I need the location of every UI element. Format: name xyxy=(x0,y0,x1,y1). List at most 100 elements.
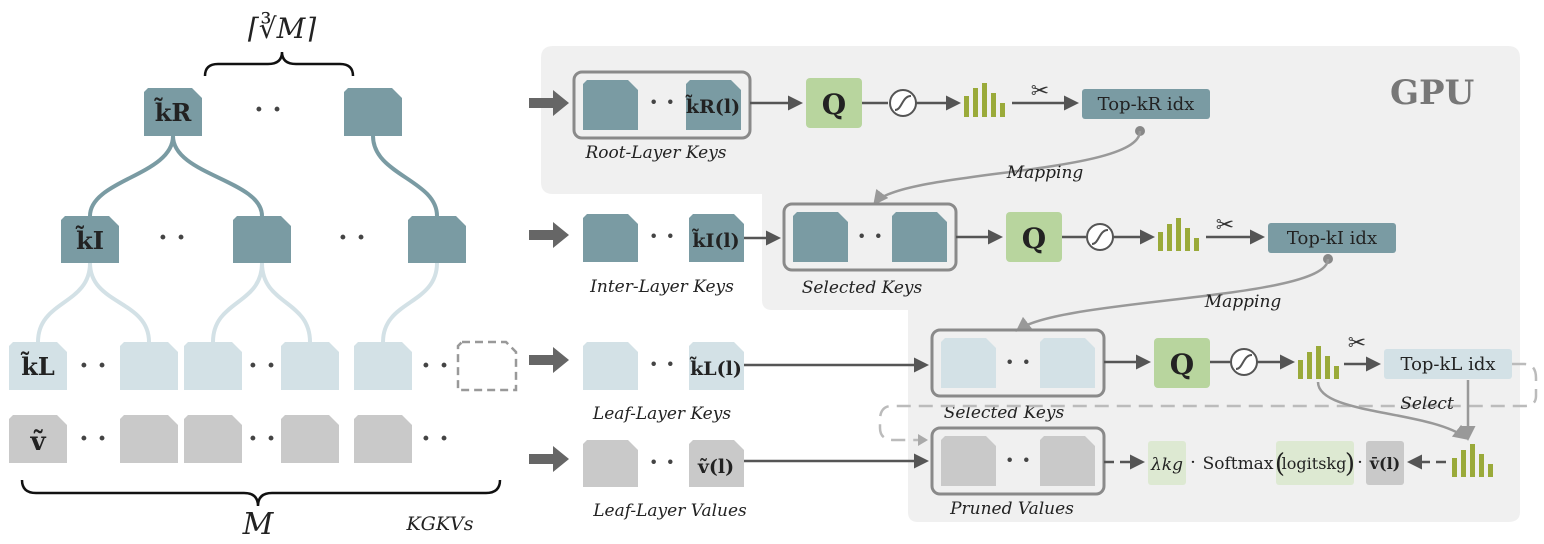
formula-dot-1: · xyxy=(1190,452,1196,473)
leaf-feedback-arrowhead xyxy=(918,434,928,446)
tree-leaf-dots-3: · · xyxy=(421,351,448,381)
formula-dot-2: · xyxy=(1357,452,1363,473)
root-key-block-last: k̃R(l) xyxy=(685,80,741,130)
value-block-last: ṽ(l) xyxy=(689,440,744,487)
formula-vbar-box xyxy=(1366,441,1404,485)
root-sigmoid-icon xyxy=(889,89,917,117)
leaf-q-block: Q xyxy=(1154,338,1210,388)
values-scores-icon xyxy=(1452,444,1493,477)
svg-text:k̃I(l): k̃I(l) xyxy=(691,229,739,252)
tree-inter-node-first: k̃I xyxy=(61,216,119,263)
root-dots: · · xyxy=(649,87,674,116)
svg-text:Top-kI idx: Top-kI idx xyxy=(1287,228,1377,249)
inter-selected-caption: Selected Keys xyxy=(802,278,923,298)
inter-key-block-last: k̃I(l) xyxy=(689,214,744,262)
tree-inter-dots-1: · · xyxy=(158,223,185,253)
svg-text:ṽ: ṽ xyxy=(29,427,46,457)
inter-selected-block-1 xyxy=(793,212,848,262)
root-mapping-label: Mapping xyxy=(1006,163,1084,183)
inter-key-block-1 xyxy=(583,214,638,262)
inter-q-block: Q xyxy=(1006,212,1062,262)
leaf-sigmoid-icon xyxy=(1230,348,1258,376)
leaf-selected-block-1 xyxy=(941,338,996,388)
leaf-dots: · · xyxy=(649,349,674,378)
leaf-select-arrow xyxy=(1316,381,1469,440)
gpu-panel xyxy=(541,46,1520,522)
inter-mapping-label: Mapping xyxy=(1204,292,1282,312)
formula-logits-box xyxy=(1276,441,1354,485)
value-dots: · · xyxy=(649,447,674,476)
root-keys-frame xyxy=(572,70,752,140)
inter-scissors-icon: ✂ xyxy=(1216,213,1234,238)
input-arrows xyxy=(529,90,569,472)
svg-text:k̃R(l): k̃R(l) xyxy=(685,95,740,118)
leaf-feedback-loop xyxy=(878,362,1538,442)
tree-value-node-first: ṽ xyxy=(9,415,67,463)
tree-inter-links xyxy=(36,262,439,343)
tree-leaf-dots-1: · · xyxy=(79,351,106,381)
pruned-dots: · · xyxy=(1005,445,1030,474)
inter-caption: Inter-Layer Keys xyxy=(589,277,734,297)
root-caption: Root-Layer Keys xyxy=(584,143,726,163)
tree-root-links xyxy=(88,135,439,217)
leaf-selected-caption: Selected Keys xyxy=(944,403,1065,423)
inter-mapping-arrow xyxy=(1015,258,1330,332)
leaf-selected-dots: · · xyxy=(1005,347,1030,376)
inter-scores-icon xyxy=(1158,218,1199,251)
root-scores-icon xyxy=(964,83,1005,117)
value-block-1 xyxy=(583,440,638,487)
formula-softmax: Softmax xyxy=(1203,454,1274,474)
leaf-select-label: Select xyxy=(1400,394,1454,414)
leaf-key-block-1 xyxy=(583,342,638,390)
leaf-scores-icon xyxy=(1298,346,1339,379)
root-key-block-1 xyxy=(583,80,638,130)
svg-text:Q: Q xyxy=(1022,222,1046,255)
m-label: M xyxy=(242,507,275,542)
tree-leaf-dots-2: · · xyxy=(248,351,275,381)
formula-lambda: λkg xyxy=(1150,455,1183,475)
svg-text:ṽ(l): ṽ(l) xyxy=(697,456,734,478)
svg-text:Q: Q xyxy=(1170,348,1194,381)
tree-leaf-node-first: k̃L xyxy=(9,342,67,390)
tree-inter-node-last xyxy=(408,216,466,263)
tree-inter-dots-2: · · xyxy=(338,223,365,253)
svg-text:Q: Q xyxy=(822,88,846,121)
inter-topk-box: Top-kI idx xyxy=(1268,223,1396,253)
tree-value-dots-1: · · xyxy=(79,424,106,454)
inter-selected-dots: · · xyxy=(857,221,882,250)
leaf-selected-block-2 xyxy=(1040,338,1095,388)
tree-leaf-node-empty xyxy=(456,340,518,392)
leaf-caption: Leaf-Layer Keys xyxy=(592,404,731,424)
ceil-cbrt-m-label: ⌈∛M⌉ xyxy=(248,11,316,45)
root-mapping-arrow xyxy=(873,130,1142,206)
tree-root-node-last xyxy=(344,88,402,136)
gpu-label: GPU xyxy=(1390,73,1474,113)
tree-value-dots-3: · · xyxy=(421,424,448,454)
svg-text:Top-kL idx: Top-kL idx xyxy=(1400,354,1495,375)
pruned-caption: Pruned Values xyxy=(949,499,1074,519)
svg-text:k̃I: k̃I xyxy=(75,225,104,255)
formula-logits: logitskg xyxy=(1282,454,1347,473)
leaf-key-block-last: k̃L(l) xyxy=(689,342,744,390)
values-caption: Leaf-Layer Values xyxy=(592,501,747,521)
kgkv-label: KGKVs xyxy=(405,513,473,535)
svg-text:k̃L(l): k̃L(l) xyxy=(689,357,742,380)
bottom-brace xyxy=(20,479,502,507)
leaf-topk-box: Top-kL idx xyxy=(1384,349,1512,379)
root-q-block: Q xyxy=(806,78,862,128)
inter-selected-block-2 xyxy=(892,212,947,262)
tree-value-dots-2: · · xyxy=(248,424,275,454)
root-scissors-icon: ✂ xyxy=(1031,79,1049,104)
tree-root-node-first: k̃R xyxy=(144,88,202,136)
tree-inter-node-mid xyxy=(233,216,291,263)
formula-paren-close: ) xyxy=(1345,449,1355,479)
tree-value-nodes xyxy=(120,415,412,463)
inter-dots: · · xyxy=(649,221,674,250)
tree-leaf-nodes xyxy=(120,342,412,390)
svg-text:k̃L: k̃L xyxy=(20,351,55,381)
formula-lambda-box xyxy=(1148,441,1186,485)
svg-text:Top-kR idx: Top-kR idx xyxy=(1098,94,1195,115)
formula-vbar: v̄(l) xyxy=(1369,454,1401,473)
formula-paren-open: ( xyxy=(1275,449,1285,479)
